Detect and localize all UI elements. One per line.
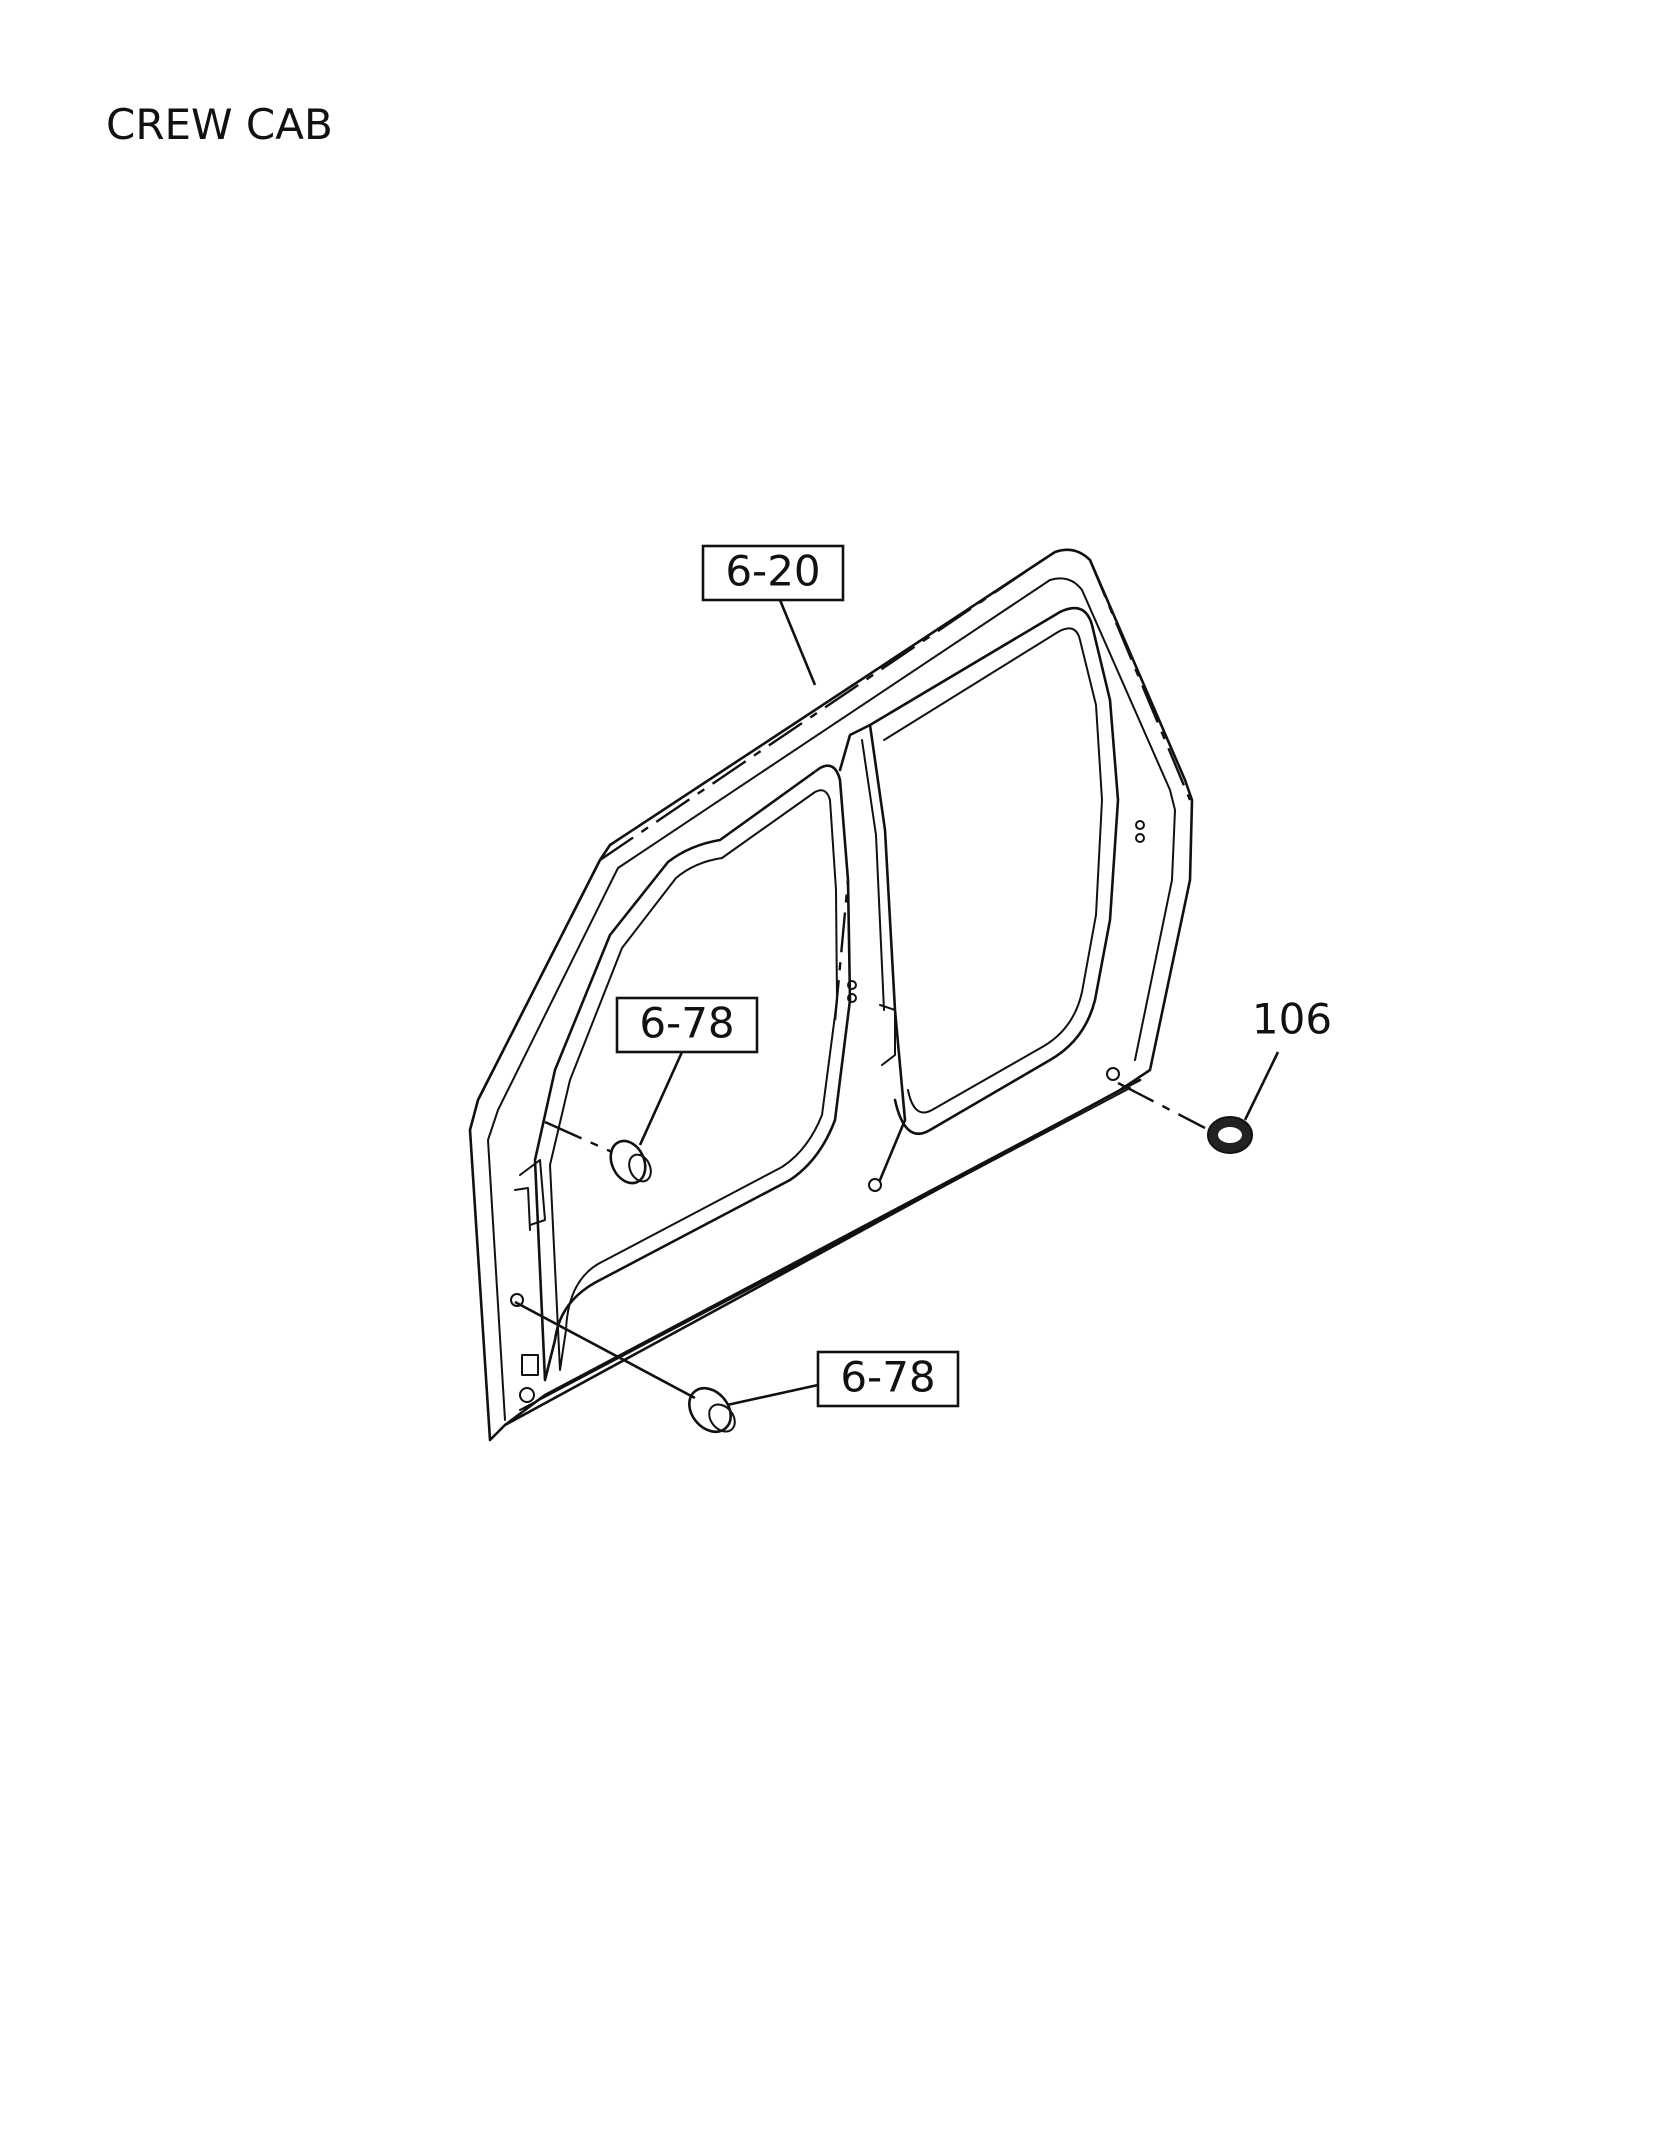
plug-upper	[544, 1120, 652, 1185]
callout-label-6-78-lower: 6-78	[840, 1353, 935, 1402]
callout-label-6-20: 6-20	[725, 547, 820, 596]
callout-plug-upper: 6-78	[615, 996, 759, 1146]
callout-plug-lower: 6-78	[726, 1350, 960, 1408]
plug-lower	[514, 1300, 736, 1434]
callout-label-106: 106	[1252, 995, 1332, 1044]
page-title: CREW CAB	[106, 100, 333, 149]
callout-grommet: 106	[1243, 995, 1332, 1121]
callout-body-side-frame: 6-20	[701, 544, 845, 686]
callout-label-6-78-upper: 6-78	[639, 999, 734, 1048]
grommet	[1117, 1081, 1253, 1154]
body-side-panel	[468, 548, 1194, 1442]
